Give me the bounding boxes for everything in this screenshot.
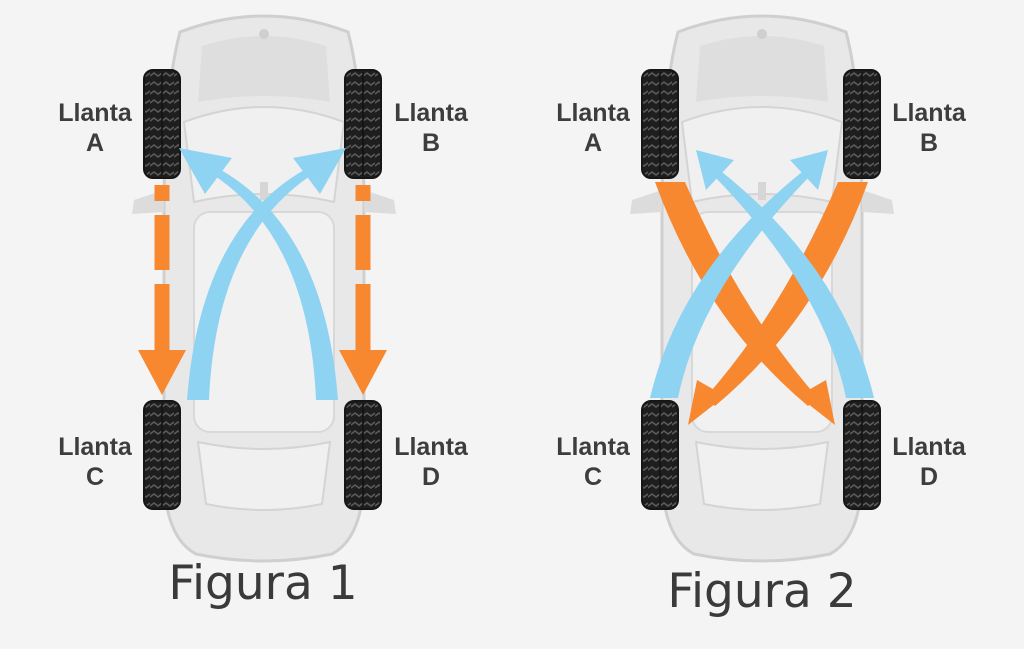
label-word: Llanta <box>556 433 630 461</box>
label-word: Llanta <box>58 433 132 461</box>
fig1-label-c: Llanta C <box>40 432 150 492</box>
label-letter: B <box>919 129 939 157</box>
fig1-label-b: Llanta B <box>376 98 486 158</box>
fig2-label-b: Llanta B <box>874 98 984 158</box>
label-letter: B <box>421 129 441 157</box>
figure-1-caption: Figura 1 <box>168 556 358 611</box>
fig1-orange-arrow-a-to-c <box>138 185 186 395</box>
fig2-orange-arrow-a-to-d <box>655 182 835 425</box>
fig2-label-c: Llanta C <box>538 432 648 492</box>
fig2-label-d: Llanta D <box>874 432 984 492</box>
fig2-blue-arrow-d-to-a <box>696 150 874 398</box>
fig2-orange-arrow-b-to-c <box>688 182 868 425</box>
label-word: Llanta <box>892 99 966 127</box>
label-letter: C <box>583 463 603 491</box>
label-letter: C <box>85 463 105 491</box>
label-word: Llanta <box>394 433 468 461</box>
fig2-blue-arrow-c-to-b <box>650 150 828 398</box>
label-letter: A <box>583 129 603 157</box>
fig1-blue-arrow-c-to-b <box>187 148 346 400</box>
fig2-label-a: Llanta A <box>538 98 648 158</box>
label-word: Llanta <box>892 433 966 461</box>
label-letter: D <box>919 463 939 491</box>
label-word: Llanta <box>394 99 468 127</box>
label-word: Llanta <box>58 99 132 127</box>
label-word: Llanta <box>556 99 630 127</box>
label-letter: A <box>85 129 105 157</box>
fig1-blue-arrow-d-to-a <box>179 148 338 400</box>
label-letter: D <box>421 463 441 491</box>
fig1-orange-arrow-b-to-d <box>339 185 387 395</box>
figure-2-caption: Figura 2 <box>667 564 857 619</box>
fig1-label-a: Llanta A <box>40 98 150 158</box>
fig1-label-d: Llanta D <box>376 432 486 492</box>
